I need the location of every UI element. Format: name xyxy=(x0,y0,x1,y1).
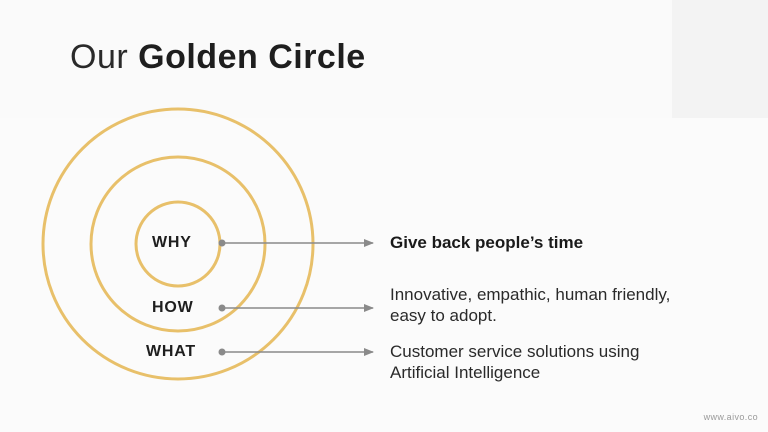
slide-title: Our Golden Circle xyxy=(70,38,366,77)
body-background xyxy=(0,118,768,432)
ring-outer xyxy=(41,107,315,381)
arrow-what-dot xyxy=(218,348,226,356)
description-what: Customer service solutions using Artific… xyxy=(390,341,639,383)
description-how: Innovative, empathic, human friendly, ea… xyxy=(390,284,670,326)
description-why: Give back people’s time xyxy=(390,232,583,253)
description-why-line-1: Give back people’s time xyxy=(390,233,584,252)
arrow-how-dot xyxy=(218,304,226,312)
description-what-line-1: Customer service solutions using xyxy=(390,342,640,361)
label-why: WHY xyxy=(152,234,192,251)
ring-middle xyxy=(89,155,267,333)
description-how-line-1: Innovative, empathic, human friendly, xyxy=(390,285,671,304)
footer-url: www.aivo.co xyxy=(703,412,758,422)
title-light: Our xyxy=(70,38,129,76)
description-how-line-2: easy to adopt. xyxy=(390,306,497,325)
label-what: WHAT xyxy=(146,343,196,360)
description-what-line-2: Artificial Intelligence xyxy=(390,363,541,382)
title-bold: Golden Circle xyxy=(138,38,366,76)
header-background xyxy=(0,0,672,118)
label-how: HOW xyxy=(152,299,194,316)
arrow-why-dot xyxy=(218,239,226,247)
